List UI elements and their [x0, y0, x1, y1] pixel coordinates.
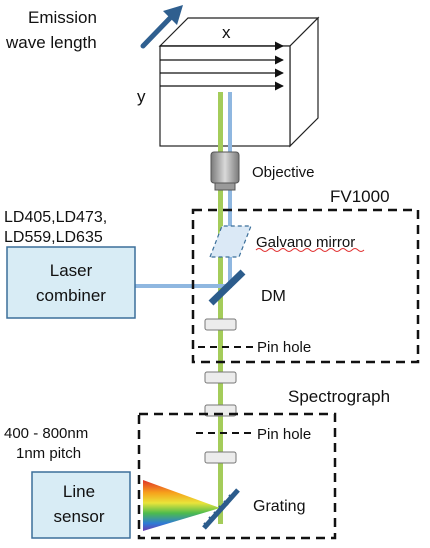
emission-label-line1: Emission: [28, 8, 97, 27]
emission-axis-arrow: [140, 5, 183, 49]
spectral-range-label: 400 - 800nm: [4, 425, 88, 442]
laser-combiner-label-line2: combiner: [36, 286, 106, 305]
dispersed-spectrum: [143, 480, 220, 531]
laser-list-line1: LD405,LD473,: [4, 209, 107, 226]
line-sensor-box: [31, 471, 131, 539]
relay-lens-3: [204, 404, 237, 417]
objective-lens: [210, 151, 240, 191]
emission-beam: [218, 92, 223, 524]
relay-lens-1: [204, 318, 237, 331]
pinhole-1-label: Pin hole: [257, 339, 311, 356]
laser-combiner-box: [6, 246, 136, 319]
laser-combiner-label-line1: Laser: [50, 261, 93, 280]
pinhole-2-label: Pin hole: [257, 426, 311, 443]
collimating-lens: [204, 451, 237, 464]
galvano-mirror-shape: [209, 225, 252, 258]
grating-shape: [202, 488, 240, 530]
laser-list-line2: LD559,LD635: [4, 229, 103, 246]
fv1000-title: FV1000: [330, 187, 390, 206]
spellcheck-underline: [255, 248, 365, 252]
fv1000-box: [191, 208, 420, 364]
grating-label: Grating: [253, 498, 305, 515]
dm-label: DM: [261, 288, 286, 305]
excitation-beam-horizontal: [135, 284, 232, 288]
dichroic-mirror-shape: [208, 269, 246, 306]
spectral-pitch-label: 1nm pitch: [16, 445, 81, 462]
line-sensor-label-line1: Line: [63, 482, 95, 501]
line-sensor-label-line2: sensor: [53, 507, 104, 526]
sample-cube: [158, 16, 320, 148]
emission-label-line2: wave length: [5, 33, 97, 52]
spectrograph-title: Spectrograph: [288, 387, 390, 406]
galvano-mirror-label: Galvano mirror: [256, 234, 355, 251]
axis-y-label: y: [137, 87, 146, 106]
objective-label: Objective: [252, 164, 315, 181]
axis-x-label: x: [222, 23, 231, 42]
spectrograph-box: [137, 412, 337, 540]
relay-lens-2: [204, 371, 237, 384]
